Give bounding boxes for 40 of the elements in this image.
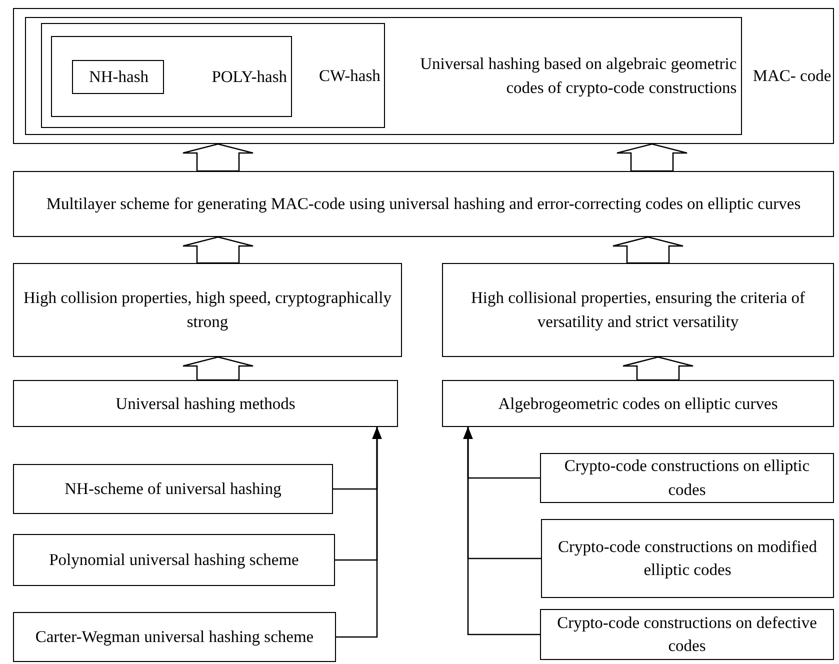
process-box (24, 16, 742, 135)
box-text: Polynomial universal hashing scheme (48, 549, 300, 572)
process-box (540, 453, 834, 503)
process-box (72, 60, 164, 94)
box-text: NH-hash (88, 66, 150, 88)
process-box (13, 464, 333, 514)
process-box (442, 380, 834, 427)
box-text: Multilayer scheme for generating MAC-code using universal hashing and error-correcting codes on elliptic curves (45, 193, 802, 216)
box-text: POLY-hash (210, 66, 288, 88)
box-text: CW-hash (318, 64, 380, 87)
box-text: Carter-Wegman universal hashing scheme (34, 626, 315, 648)
process-box (442, 263, 834, 357)
block-arrow (182, 143, 254, 172)
process-box (13, 171, 834, 237)
process-box (540, 609, 834, 660)
box-text: MAC- code (752, 65, 832, 88)
arrow (336, 427, 382, 638)
box-text: Algebrogeometric codes on elliptic curves (497, 392, 779, 415)
arrow (463, 427, 540, 636)
box-text: Universal hashing based on algebraic geometric codes of crypto-code constructions (419, 52, 737, 99)
process-box (13, 534, 335, 586)
box-text: Universal hashing methods (114, 392, 296, 415)
box-text: High collisional properties, ensuring the criteria of versatility and strict versatility (470, 287, 806, 333)
process-box (13, 263, 402, 357)
block-arrow (182, 356, 254, 381)
process-box (51, 36, 292, 118)
block-arrow (182, 236, 254, 264)
process-box (13, 612, 336, 662)
box-text: Crypto-code constructions on elliptic codes (563, 455, 811, 501)
block-arrow (616, 143, 688, 172)
box-text: Crypto-code constructions on modified elliptic codes (557, 536, 818, 582)
block-arrow (612, 236, 684, 264)
block-arrow (622, 356, 694, 381)
process-box (13, 380, 398, 427)
box-text: NH-scheme of universal hashing (64, 478, 282, 500)
process-box (13, 8, 834, 144)
box-text: High collision properties, high speed, cryptographically strong (22, 287, 392, 333)
process-box (541, 519, 834, 598)
process-box (41, 23, 386, 128)
box-text: Crypto-code constructions on defective codes (556, 612, 818, 658)
